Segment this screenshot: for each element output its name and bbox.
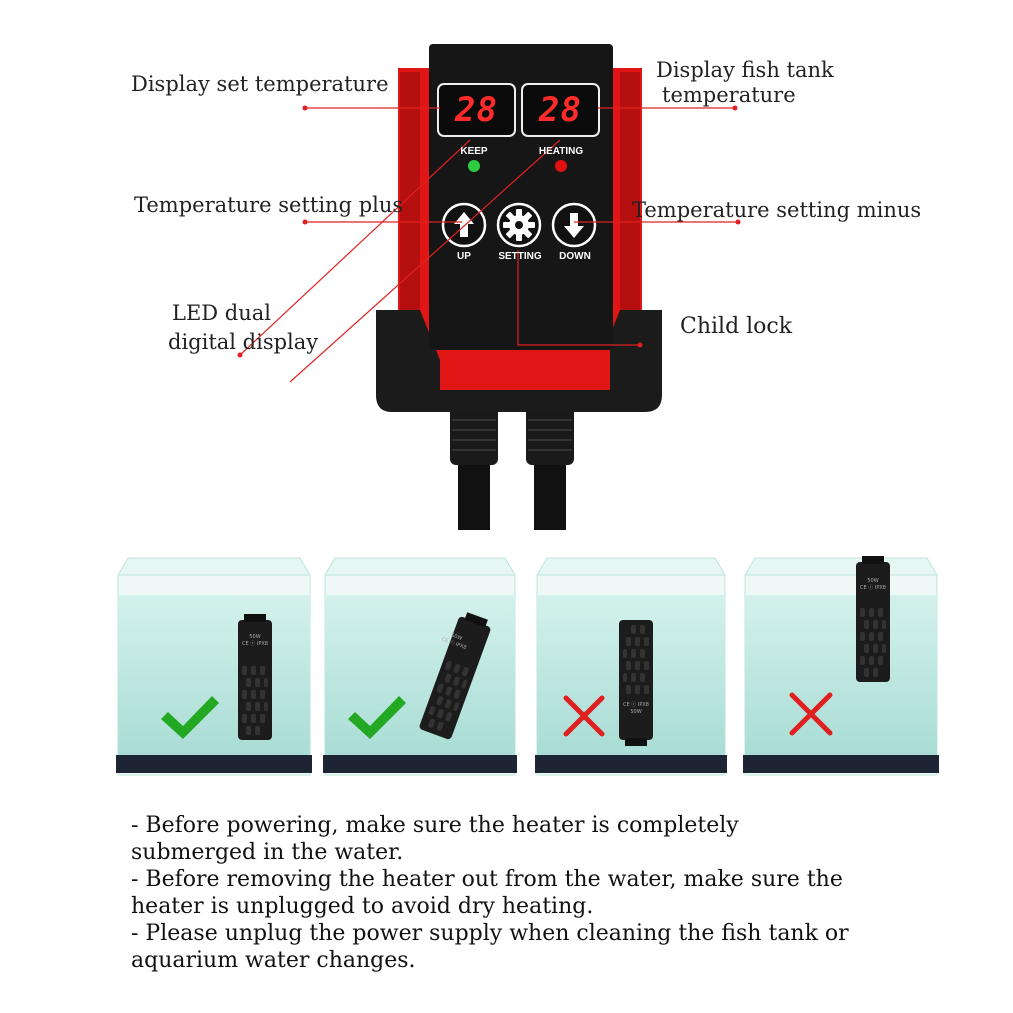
setting-label: SETTING [498, 251, 542, 262]
callout-led-2: digital display [168, 330, 319, 354]
keep-indicator-led [468, 160, 480, 172]
tank-1 [116, 557, 312, 776]
cross-icon [563, 695, 605, 737]
gear-icon [503, 209, 535, 241]
power-cables [450, 395, 574, 530]
cross-icon [789, 692, 833, 736]
arrow-down-icon [564, 213, 584, 238]
tank-2 [323, 557, 517, 776]
heating-indicator-led [555, 160, 567, 172]
heating-label: HEATING [538, 146, 584, 157]
up-label: UP [457, 251, 471, 262]
set-temperature-readout: 28 [455, 90, 498, 130]
setting-button[interactable] [496, 202, 542, 248]
keep-label: KEEP [460, 146, 488, 157]
callout-child-lock: Child lock [680, 314, 793, 339]
tank-4 [743, 556, 939, 776]
callout-led-1: LED dual [172, 301, 271, 325]
callout-display-set-temperature: Display set temperature [131, 72, 389, 96]
callout-display-tank-temperature-1: Display fish tank [656, 58, 834, 82]
callout-temperature-plus: Temperature setting plus [134, 193, 404, 217]
tank-temperature-display-frame [521, 83, 600, 137]
callout-display-tank-temperature-2: temperature [662, 83, 796, 107]
down-label: DOWN [559, 251, 591, 262]
check-icon [348, 696, 406, 739]
set-temperature-display-frame [437, 83, 516, 137]
tank-temperature-readout: 28 [539, 90, 582, 130]
down-button[interactable] [551, 202, 597, 248]
note-1: - Before powering, make sure the heater … [131, 813, 739, 865]
arrow-up-icon [454, 212, 474, 237]
controller-illustration [237, 44, 741, 530]
callout-lines [239, 107, 738, 383]
note-2: - Before removing the heater out from th… [131, 867, 843, 919]
tank-3 [535, 557, 727, 776]
callout-temperature-minus: Temperature setting minus [632, 198, 922, 222]
callout-dots [237, 105, 741, 358]
usage-notes: - Before powering, make sure the heater … [131, 812, 931, 974]
tank-placement-row [116, 556, 939, 776]
check-icon [161, 696, 219, 739]
note-3: - Please unplug the power supply when cl… [131, 921, 849, 973]
